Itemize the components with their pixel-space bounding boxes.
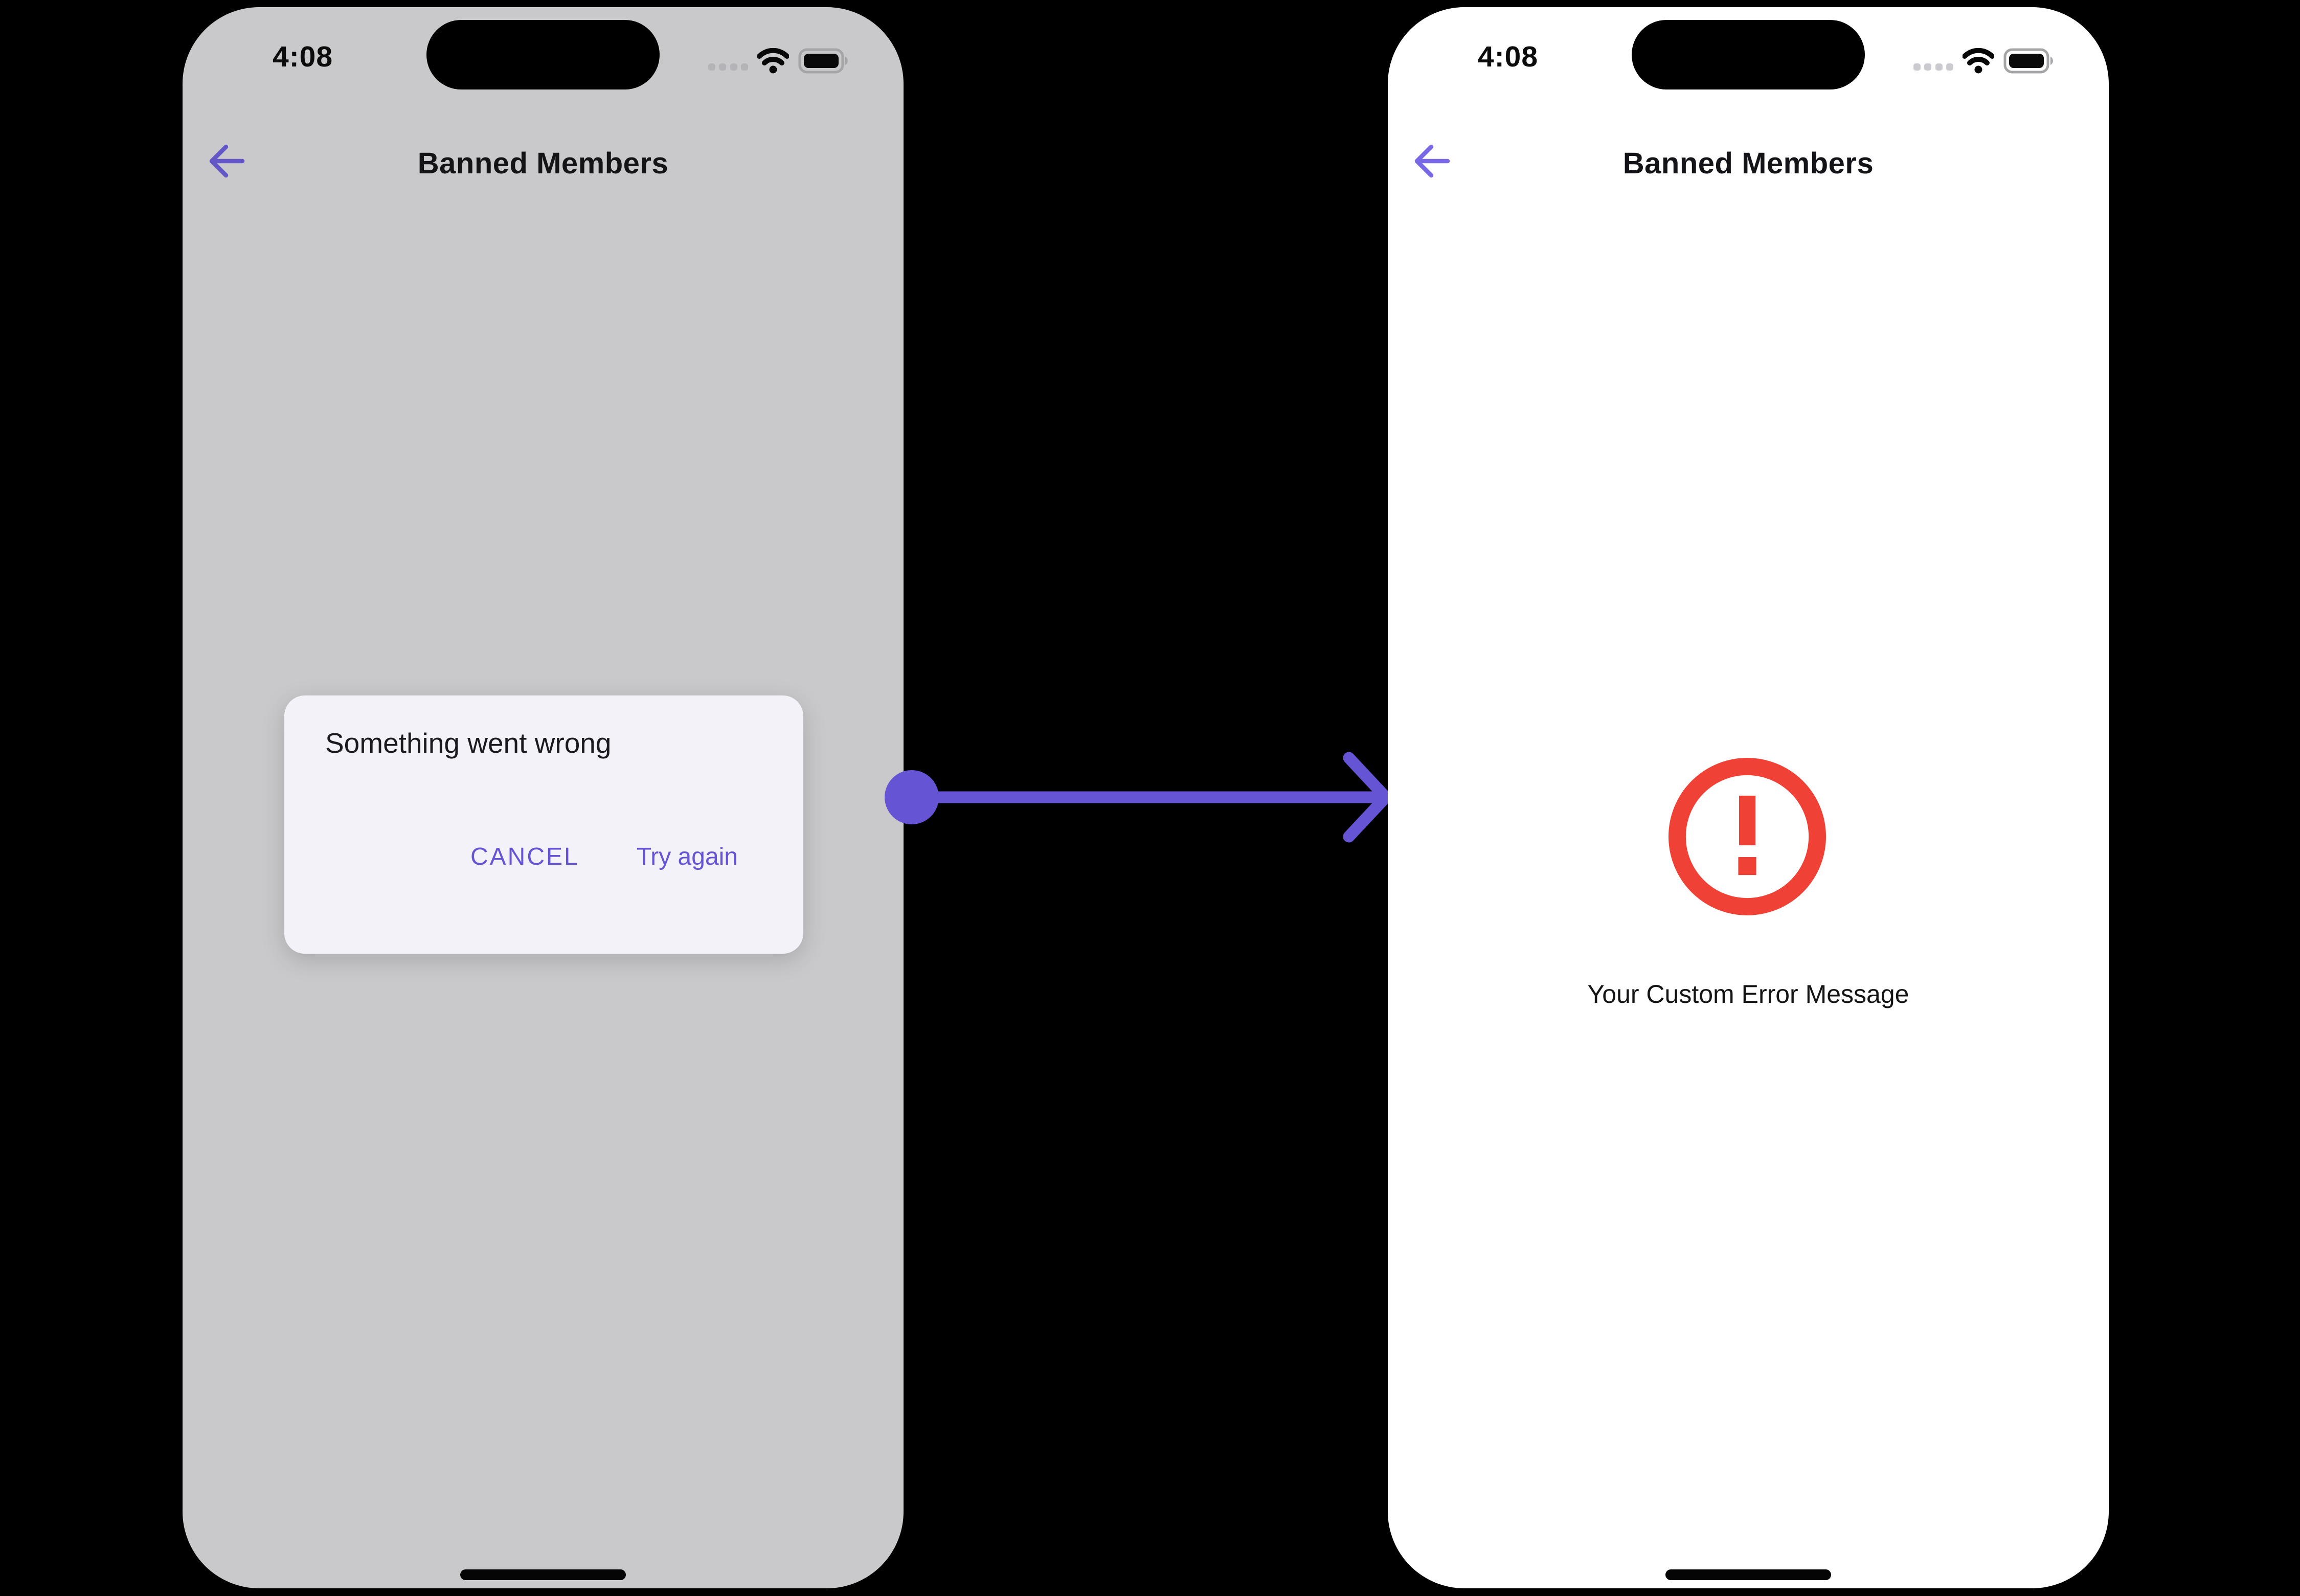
home-indicator [1665,1569,1831,1580]
phone-dialog-state: 4:08 Banned Me [183,7,904,1588]
battery-icon [2003,48,2053,74]
error-dialog: Something went wrong CANCEL Try again [284,695,803,954]
battery-icon [798,48,848,74]
page-title: Banned Members [1622,147,1874,180]
wifi-icon [757,48,789,74]
status-icons [1913,40,2055,74]
cellular-signal-icon [708,63,748,71]
dynamic-island [426,20,660,89]
dialog-title: Something went wrong [325,727,612,759]
cellular-signal-icon [1913,63,1953,71]
home-indicator [460,1569,626,1580]
try-again-button[interactable]: Try again [636,843,738,870]
status-icons [708,40,849,74]
wifi-icon [1963,48,1994,74]
back-arrow-icon [1414,144,1450,178]
dynamic-island [1632,20,1865,89]
error-exclamation-icon [1668,758,1826,915]
page-title: Banned Members [417,147,669,180]
cancel-button[interactable]: CANCEL [470,843,579,870]
status-time: 4:08 [273,40,333,73]
status-time: 4:08 [1478,40,1539,73]
back-arrow-icon [209,144,245,178]
flow-arrow-icon [885,752,1392,843]
back-button[interactable] [208,143,245,179]
phone-error-state: 4:08 Banned Me [1388,7,2109,1588]
back-button[interactable] [1413,143,1451,179]
dialog-actions: CANCEL Try again [470,843,738,871]
error-message: Your Custom Error Message [1587,980,1909,1008]
